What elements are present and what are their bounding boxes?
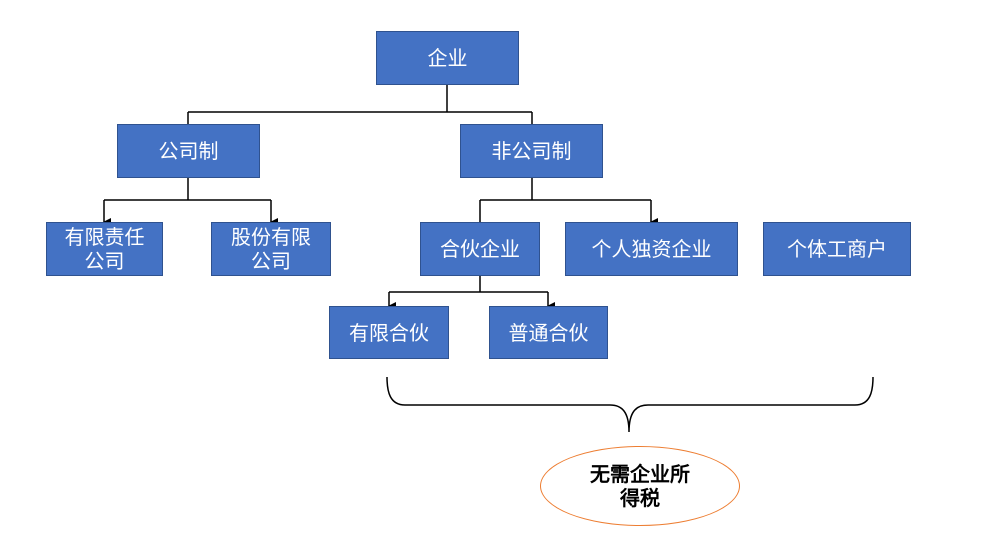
node-non-company-system: 非公司制 [460,124,603,178]
node-sole-proprietorship: 个人独资企业 [565,222,738,276]
connector-partnership [389,276,548,293]
connector-company [104,178,271,201]
node-partnership: 合伙企业 [420,222,540,276]
connector-non-company [479,178,651,222]
node-limited-liability-company: 有限责任 公司 [46,222,163,276]
node-enterprise: 企业 [376,31,519,85]
node-individual-business: 个体工商户 [763,222,911,276]
node-joint-stock-company: 股份有限 公司 [211,222,331,276]
note-no-corporate-tax: 无需企业所 得税 [540,446,740,526]
connector-root [187,85,533,124]
node-limited-partnership: 有限合伙 [329,306,449,359]
curly-brace [386,376,874,433]
node-general-partnership: 普通合伙 [489,306,608,359]
node-company-system: 公司制 [117,124,260,178]
